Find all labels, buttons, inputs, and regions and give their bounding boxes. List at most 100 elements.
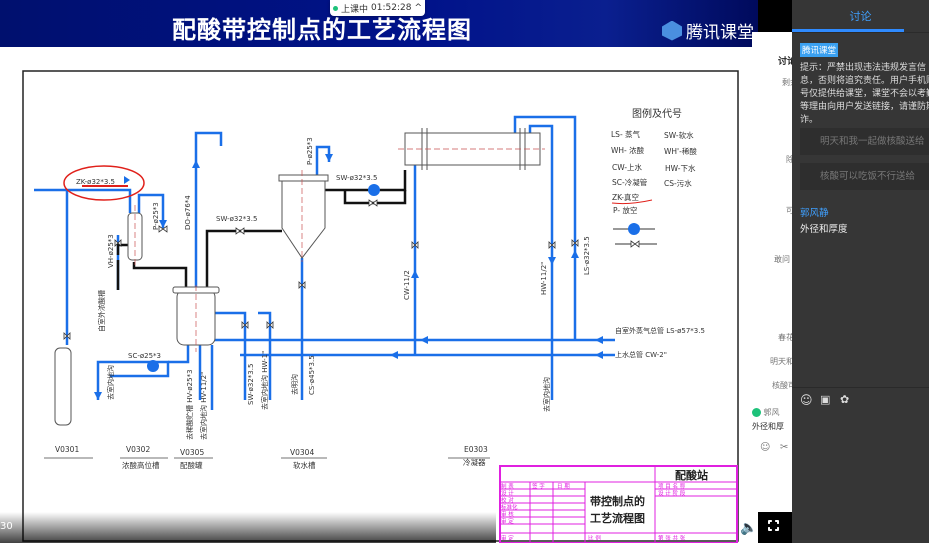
- tab-discussion[interactable]: 讨论: [792, 0, 929, 33]
- zk-label: ZK-ø32*3.5: [76, 178, 115, 186]
- valve-icon: [571, 239, 579, 247]
- pump-icon: [368, 184, 380, 196]
- legend-item: P- 放空: [613, 205, 637, 215]
- legend-item: ZK-真空: [612, 192, 639, 202]
- wechat-icon: [752, 408, 761, 417]
- title-block-cell: 签 字: [532, 482, 545, 490]
- equipment-code: E0303: [464, 445, 488, 454]
- title-block-cell: 审 定: [501, 517, 514, 525]
- equipment-code: V0302: [126, 445, 150, 454]
- valve-legend-icon: [630, 240, 640, 248]
- valve-icon: [368, 199, 378, 207]
- legend-title: 图例及代号: [632, 107, 682, 120]
- valve-icon: [241, 321, 249, 329]
- bg-text: 外径和厚: [752, 422, 784, 431]
- bg-text: 核酸可: [772, 381, 792, 390]
- chevron-up-icon[interactable]: ^: [414, 3, 422, 13]
- brand-logo: 腾讯课堂: [662, 18, 754, 43]
- do-label: DO-ø76*4: [184, 195, 192, 230]
- centerlines: [134, 148, 545, 352]
- flower-icon[interactable]: ✿: [840, 393, 850, 406]
- p-label: P-ø25*3: [306, 137, 314, 165]
- valves: [63, 199, 579, 340]
- message-sender[interactable]: 郭风静: [800, 208, 829, 219]
- to-trench-label: 去室内地沟: [106, 365, 115, 400]
- p-label: P-ø25*3: [152, 202, 160, 230]
- emoji-icon[interactable]: ☺: [760, 442, 771, 453]
- legend-item: HW-下水: [665, 163, 696, 173]
- bg-text: 敢问: [774, 255, 790, 264]
- legend-item: WH'-稀酸: [664, 146, 697, 156]
- legend-item: LS- 蒸气: [611, 129, 641, 139]
- bg-tab: 讨论: [778, 57, 792, 67]
- title-block-cell: 审 核: [501, 510, 514, 518]
- flow-arrows: [94, 154, 603, 400]
- blue-pipes: [34, 115, 615, 410]
- equipment-labels: V0301 V0302 浓酸高位槽 V0305 配酸罐 V0304 软水槽 E0…: [55, 445, 488, 470]
- scissors-icon[interactable]: ✂: [780, 442, 789, 453]
- vh-source: 自室外浓酸槽: [97, 290, 106, 332]
- discussion-panel: 讨论 腾讯课堂 提示：严禁出现违法违规发言信息，否则将追究责任。用户手机账号仅提…: [792, 0, 929, 543]
- valve-icon: [266, 321, 274, 329]
- to-open-ditch-label: 去明沟: [290, 374, 299, 395]
- top-strip: [758, 0, 792, 32]
- image-icon[interactable]: ▣: [820, 393, 831, 406]
- hw-label: HW-11/2": [540, 262, 548, 295]
- message-text: 外径和厚度: [800, 224, 848, 235]
- equipment-code: V0305: [180, 448, 204, 457]
- legend-item: CS-污水: [664, 178, 692, 188]
- title-block-cell: 比 例: [588, 534, 601, 542]
- faded-message: 核酸可以吃饭不行送给: [800, 163, 929, 190]
- sw-label: SW-ø32*3.5: [216, 215, 257, 223]
- valve-icon: [158, 225, 168, 233]
- drawing-name-line2: 工艺流程图: [590, 511, 645, 525]
- cs-label: CS-ø45*3.5: [308, 355, 316, 395]
- vh-label: VH-ø25*3: [107, 234, 115, 268]
- station-name: 配酸站: [675, 468, 708, 482]
- ls-main-label: 自室外蒸气总管 LS-ø57*3.5: [615, 326, 705, 335]
- cw-label: CW-11/2: [403, 270, 411, 300]
- to-trench-label: 去室内地沟 HV-11/2": [199, 372, 208, 440]
- equipment-name: 冷凝器: [463, 457, 486, 467]
- equipment-code: V0301: [55, 445, 79, 454]
- background-chat-panel: 讨论 剩余 除 可 敢问 春花 明天和 核酸可 郭风 外径和厚 ☺ ✂: [752, 32, 792, 512]
- valve-icon: [114, 239, 122, 247]
- legend-item: SW-软水: [664, 130, 694, 140]
- class-status-label: 上课中: [341, 4, 369, 15]
- play-logo-icon: [662, 20, 682, 41]
- to-tank-label: 去稀酸贮槽 HV-ø25*3: [185, 369, 194, 440]
- emoji-icon[interactable]: ☺: [800, 393, 813, 407]
- fullscreen-icon[interactable]: [768, 520, 779, 531]
- ls-label: LS-ø32*3.5: [583, 236, 591, 275]
- cw-main-label: 上水总管 CW-2": [615, 350, 667, 359]
- brand-name: 腾讯课堂: [686, 23, 754, 43]
- faded-message: 明天和我一起做核酸送给: [800, 128, 929, 155]
- bg-text: 明天和: [770, 357, 792, 366]
- sc-label: SC-ø25*3: [128, 352, 161, 360]
- pump-legend-icon: [628, 223, 640, 235]
- pump-icon: [147, 360, 159, 372]
- to-trench-label: 去室内地沟: [542, 377, 551, 412]
- drawing-name-line1: 带控制点的: [590, 494, 645, 508]
- elapsed-time: 30: [0, 521, 13, 532]
- sw-label: SW-ø32*3.5: [336, 174, 377, 182]
- class-timer: 01:52:28: [371, 3, 412, 13]
- title-block-cell: 项 目 名 称: [658, 482, 686, 490]
- title-block-cell: 日 期: [557, 483, 570, 490]
- slide-title: 配酸带控制点的工艺流程图: [172, 16, 472, 44]
- equipment-name: 浓酸高位槽: [122, 460, 160, 470]
- legend: 图例及代号 LS- 蒸气 WH- 浓酸 CW-上水 SC-冷凝管 ZK-真空 P…: [611, 107, 697, 248]
- annotation-circle: [63, 165, 145, 201]
- valve-icon: [548, 241, 556, 249]
- pumps: [147, 184, 380, 372]
- vessel-v0304: [281, 179, 326, 259]
- slide: 配酸带控制点的工艺流程图 腾讯课堂: [0, 0, 758, 543]
- hw-label: 去室内地沟 HW-1": [260, 351, 269, 410]
- title-block-cell: 标准化: [501, 503, 518, 511]
- title-block-cell: 设 计 阶 段: [658, 489, 686, 497]
- bg-text: 可: [786, 206, 792, 215]
- equipment-name: 软水槽: [293, 460, 316, 470]
- class-status-pill[interactable]: 上课中 01:52:28 ^: [330, 0, 425, 16]
- speaker-icon[interactable]: 🔈: [740, 520, 758, 536]
- legend-item: WH- 浓酸: [611, 145, 645, 155]
